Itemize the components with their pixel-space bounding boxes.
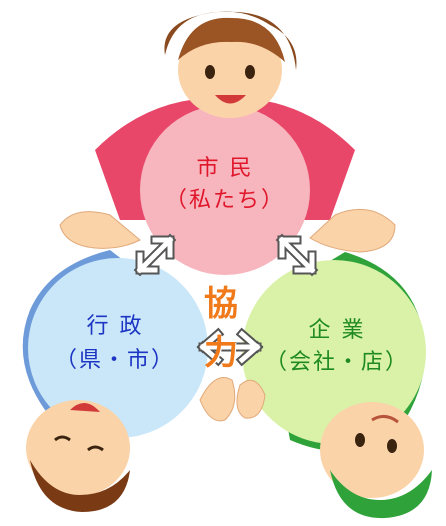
government-figure: [26, 400, 130, 512]
business-circle: [242, 260, 426, 444]
government-hand: [199, 377, 236, 422]
center-label: 協 力: [204, 284, 252, 373]
arrow-government-business: [196, 327, 264, 367]
arrow-citizen-business: [275, 233, 319, 277]
business-figure: [320, 402, 432, 519]
government-circle: [28, 258, 208, 438]
citizen-title: 市 民: [196, 156, 254, 181]
citizen-right-hand: [309, 208, 396, 253]
business-hand: [236, 379, 266, 419]
business-subtitle: （会社・店）: [264, 350, 409, 375]
arrow-citizen-government: [133, 233, 177, 277]
government-title: 行 政: [86, 314, 144, 339]
citizen-subtitle: （私たち）: [164, 188, 285, 213]
citizen-figure: [164, 11, 297, 118]
citizen-circle: [140, 105, 310, 275]
citizen-left-hand: [59, 211, 141, 249]
business-title: 企 業: [308, 318, 366, 343]
government-subtitle: （県・市）: [54, 348, 175, 373]
